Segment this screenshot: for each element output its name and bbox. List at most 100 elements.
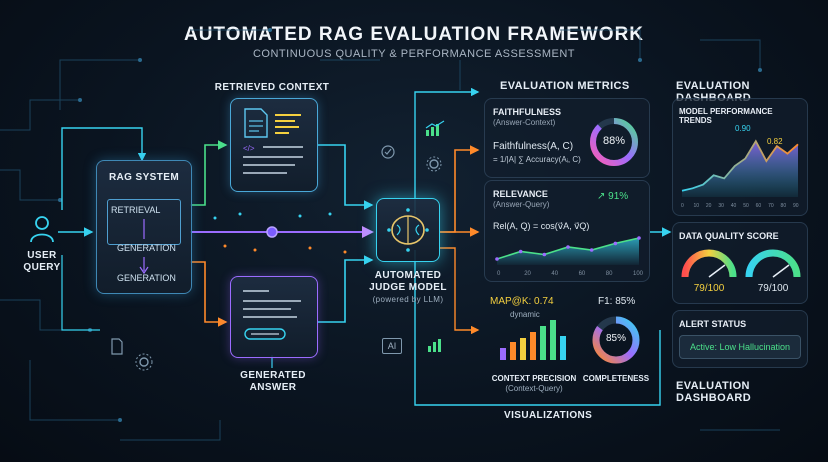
relevance-point: [589, 248, 594, 252]
quality-gauge-2-value: 79/100: [757, 283, 789, 294]
trend-x-tick: 30: [718, 203, 724, 209]
trend-x-tick: 10: [693, 203, 699, 209]
brain-icon: [387, 208, 429, 252]
user-query-label: USER QUERY: [18, 250, 66, 274]
relevance-point: [566, 245, 570, 249]
completeness-label: COMPLETENESS: [582, 374, 650, 383]
map-label: MAP@K: 0.74: [490, 296, 554, 307]
relevance-formula: Rel(A, Q) = cos(v⃗A, v⃗Q): [493, 221, 590, 231]
ai-chip-icon: AI: [382, 338, 402, 354]
generated-answer-card[interactable]: [230, 276, 318, 358]
precision-bar: [530, 332, 536, 360]
metrics-section-title: EVALUATION METRICS: [500, 80, 630, 92]
page-subtitle: CONTINUOUS QUALITY & PERFORMANCE ASSESSM…: [252, 48, 575, 60]
precision-bar: [510, 342, 516, 360]
judge-model-label: AUTOMATED JUDGE MODEL (powered by LLM): [366, 270, 450, 306]
rag-system-card[interactable]: RAG SYSTEM RETRIEVAL GENERATION GENERATI…: [96, 160, 192, 294]
alert-title: ALERT STATUS: [679, 319, 747, 329]
relevance-trend-text: 91%: [608, 191, 629, 202]
relevance-x-tick: 60: [579, 271, 586, 277]
completeness-donut: [592, 316, 640, 364]
precision-bar: [550, 320, 556, 360]
generated-answer-label: GENERATED ANSWER: [230, 370, 316, 394]
svg-text:</>: </>: [243, 144, 255, 153]
trend-peak-2: 0.82: [767, 137, 783, 146]
f1-label: F1: 85%: [598, 296, 636, 307]
trend-x-tick: 80: [781, 203, 787, 209]
data-quality-panel: DATA QUALITY SCORE 79/100 79/100: [672, 222, 808, 304]
quality-gauge-2: [745, 249, 801, 278]
trend-x-tick: 50: [743, 203, 749, 209]
quality-gauge-1-value: 79/100: [693, 283, 725, 294]
trends-title: MODEL PERFORMANCE TRENDS: [679, 107, 773, 125]
gear-icon: [426, 156, 442, 172]
map-dynamic-label: dynamic: [510, 310, 540, 319]
faithfulness-title: FAITHFULNESS: [493, 107, 562, 117]
trend-x-tick: 0: [681, 203, 684, 209]
judge-model-card[interactable]: [376, 198, 440, 262]
generated-answer-line2: ANSWER: [249, 382, 297, 393]
precision-bar: [520, 338, 526, 360]
relevance-point: [518, 249, 523, 254]
data-quality-title: DATA QUALITY SCORE: [679, 231, 779, 241]
generated-answer-line1: GENERATED: [240, 370, 306, 381]
faithfulness-subtitle: (Answer-Context): [493, 118, 556, 127]
generation-outer-label: GENERATION: [117, 273, 176, 283]
context-precision-label: CONTEXT PRECISION (Context-Query): [484, 374, 584, 394]
precision-bar: [540, 326, 546, 360]
rag-internal-arrows: [139, 219, 149, 275]
faithfulness-formula-1: Faithfulness(A, C): [493, 141, 574, 152]
judge-label-line3: (powered by LLM): [372, 295, 444, 304]
retrieval-label: RETRIEVAL: [111, 205, 161, 215]
relevance-panel: RELEVANCE (Answer-Query) ↗ 91% Rel(A, Q)…: [484, 180, 650, 282]
judge-label-line1: AUTOMATED: [374, 270, 442, 281]
quality-gauge-1: [681, 249, 737, 278]
faithfulness-score: 88%: [602, 135, 626, 147]
mini-bar-icon: [428, 339, 441, 352]
precision-bar: [500, 348, 506, 360]
relevance-trend-value: ↗ 91%: [597, 191, 629, 202]
relevance-point: [495, 257, 499, 261]
precision-bar: [560, 336, 566, 360]
user-label-line1: USER: [27, 250, 57, 261]
answer-lines-icon: [243, 290, 301, 340]
retrieved-context-label: RETRIEVED CONTEXT: [214, 82, 330, 93]
visualizations-label: VISUALIZATIONS: [504, 410, 593, 421]
user-label-line2: QUERY: [23, 262, 61, 273]
context-precision-bars: [500, 320, 566, 360]
judge-label-line2: JUDGE MODEL: [369, 282, 447, 293]
dashboard-footer-title: EVALUATION DASHBOARD: [676, 380, 752, 404]
rag-inner-box: [107, 199, 181, 245]
retrieved-context-card[interactable]: </>: [230, 98, 318, 192]
trend-x-tick: 70: [768, 203, 774, 209]
faithfulness-panel: FAITHFULNESS (Answer-Context) Faithfulne…: [484, 98, 650, 178]
context-precision-line2: (Context-Query): [505, 384, 563, 393]
trend-x-tick: 90: [793, 203, 799, 209]
completeness-score: 85%: [605, 333, 626, 344]
alert-status-panel: ALERT STATUS Active: Low Hallucination: [672, 310, 808, 368]
relevance-x-tick: 20: [524, 271, 531, 277]
trend-x-tick: 20: [706, 203, 712, 209]
trend-peak-1: 0.90: [735, 124, 751, 133]
page-title: AUTOMATED RAG EVALUATION FRAMEWORK: [183, 24, 645, 45]
settings-gear-icon: [135, 353, 153, 371]
faithfulness-gauge: [590, 118, 638, 166]
relevance-x-tick: 80: [606, 271, 613, 277]
check-circle-icon: [381, 145, 395, 159]
relevance-point: [613, 241, 618, 246]
relevance-point: [542, 252, 547, 257]
rag-system-title: RAG SYSTEM: [108, 172, 180, 183]
relevance-subtitle: (Answer-Query): [493, 200, 550, 209]
document-icon: </>: [243, 108, 303, 174]
user-icon: [30, 216, 54, 243]
file-icon: [111, 338, 123, 355]
relevance-x-tick: 40: [551, 271, 558, 277]
alert-status-badge[interactable]: Active: Low Hallucination: [679, 335, 801, 359]
relevance-x-tick: 100: [633, 271, 643, 277]
generation-inner-label: GENERATION: [117, 243, 176, 253]
context-precision-line1: CONTEXT PRECISION: [491, 374, 577, 383]
relevance-point: [637, 236, 641, 240]
